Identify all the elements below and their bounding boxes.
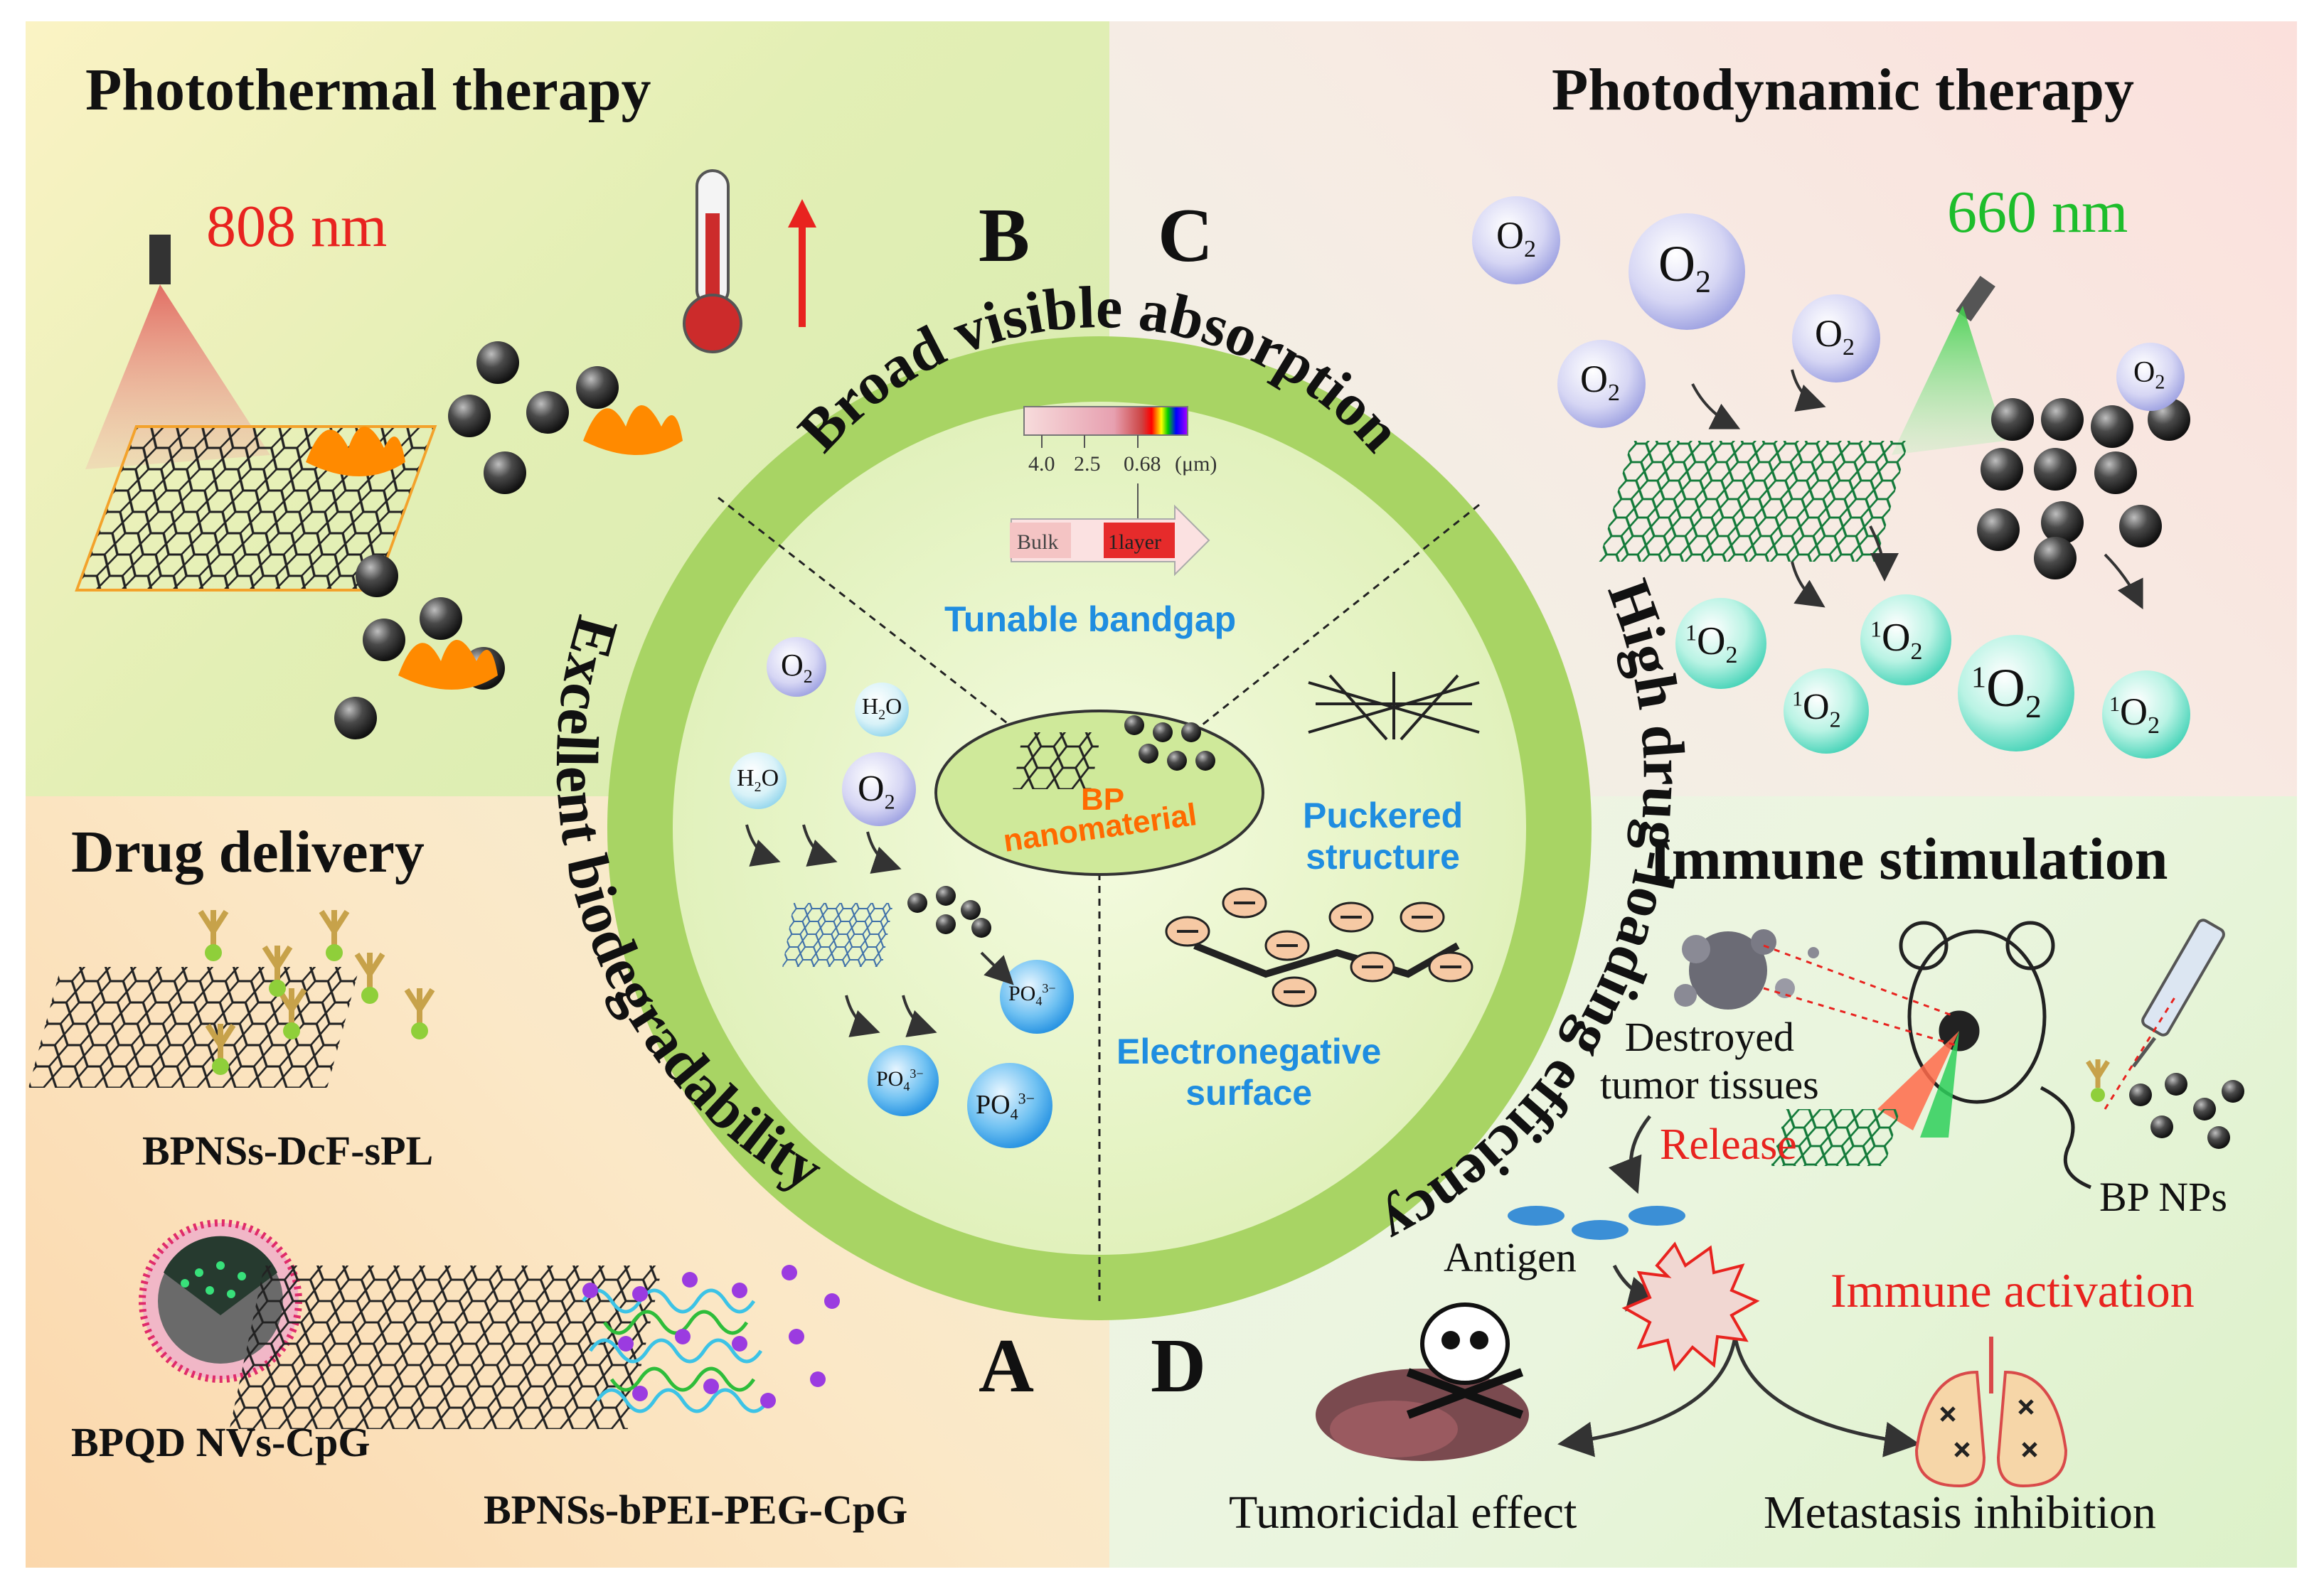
laser-808-illustration: [75, 235, 437, 592]
destroyed-tumor-cluster: [1674, 929, 1819, 1010]
label-tumoricidal-effect: Tumoricidal effect: [1229, 1487, 1577, 1539]
label-release: Release: [1660, 1120, 1797, 1169]
bpnss-bpei-peg-cpg-illustration: [229, 1265, 840, 1429]
singlet-oxygen-bubbles: [1675, 594, 2190, 759]
oxygen-bubbles: [1472, 196, 2185, 428]
laser-660-illustration: [1599, 275, 2005, 562]
title-drug-delivery: Drug delivery: [71, 819, 425, 885]
title-immune: Immune stimulation: [1648, 826, 2168, 892]
antigen-discs: [1508, 1206, 1685, 1240]
panel-letter-d: D: [1151, 1324, 1206, 1408]
electro-line-2: surface: [1185, 1073, 1313, 1113]
laser-cone-immune: [1877, 1031, 1959, 1138]
laser-emitter: [149, 235, 171, 284]
singlet-oxygen-label: 1O2: [1971, 658, 2042, 725]
skull-tumor-icon: [1316, 1302, 1529, 1461]
bp-label-line1: BP: [1081, 782, 1125, 817]
puckered-structure-icon: [1308, 672, 1480, 741]
immune-burst-icon: [1621, 1241, 1760, 1372]
bio-h2o-label: H2O: [737, 765, 779, 795]
bp-nps-cluster: [1771, 1059, 2244, 1166]
label-antigen: Antigen: [1444, 1234, 1577, 1280]
bp-nanosheet-green: [1599, 441, 1909, 562]
bio-o2-label: O2: [781, 648, 813, 687]
destroyed-line-1: Destroyed: [1624, 1014, 1795, 1060]
wavelength-808: 808 nm: [206, 193, 388, 260]
label-metastasis-inhibition: Metastasis inhibition: [1764, 1487, 2156, 1539]
puckered-line-2: structure: [1306, 837, 1460, 877]
label-bpnss-bpei-peg-cpg: BPNSs-bPEI-PEG-CpG: [484, 1487, 908, 1533]
o2-label: O2: [1496, 214, 1536, 262]
label-bpqd-nvs-cpg: BPQD NVs-CpG: [71, 1419, 371, 1465]
panel-letter-a: A: [979, 1324, 1034, 1408]
o2-label: O2: [1815, 312, 1855, 360]
o2-label: O2: [2133, 356, 2165, 394]
destroyed-line-2: tumor tissues: [1600, 1061, 1819, 1108]
singlet-oxygen-label: 1O2: [1792, 687, 1841, 732]
label-electronegative-surface: Electronegative surface: [1116, 1031, 1381, 1113]
bp-quantum-dots-heated: [334, 341, 683, 739]
electro-line-1: Electronegative: [1116, 1032, 1382, 1071]
title-photothermal: Photothermal therapy: [85, 57, 651, 123]
flame-icon: [306, 427, 405, 476]
bio-po4-label: PO43−: [1008, 981, 1056, 1008]
label-tunable-bandgap: Tunable bandgap: [944, 599, 1237, 639]
central-ring: [607, 336, 1592, 1320]
injection-syringe-icon: [2132, 919, 2225, 1068]
singlet-oxygen-label: 1O2: [2109, 690, 2160, 739]
o2-label: O2: [1580, 358, 1620, 406]
panel-letter-b: B: [979, 193, 1030, 278]
bio-po4-label: PO43−: [976, 1089, 1035, 1123]
red-laser-beam: [85, 284, 270, 469]
temperature-up-arrow-icon: [788, 199, 816, 327]
title-photodynamic: Photodynamic therapy: [1552, 57, 2134, 123]
bulk-label: Bulk: [1017, 530, 1058, 554]
bio-po4-label: PO43−: [876, 1066, 924, 1093]
electronegative-surface-icon: [1165, 887, 1473, 1007]
label-immune-activation: Immune activation: [1830, 1263, 2195, 1317]
tick-2-5: 2.5: [1074, 452, 1101, 476]
tick-unit: (μm): [1175, 452, 1217, 476]
label-bp-nps: BP NPs: [2099, 1174, 2228, 1220]
tick-4-0: 4.0: [1028, 452, 1055, 476]
singlet-oxygen-label: 1O2: [1870, 616, 1923, 665]
bp-quantum-dots-pdt: [1977, 398, 2190, 579]
thermometer-icon: [683, 169, 742, 353]
panel-letter-c: C: [1158, 193, 1213, 278]
bio-o2-label: O2: [858, 769, 895, 814]
spectrum-inset: 4.0 2.5 0.68 (μm) Bulk 1layer: [1010, 406, 1217, 577]
label-destroyed-tumor: Destroyed tumor tissues: [1600, 1013, 1819, 1108]
bpnss-dcf-spl-illustration: [28, 909, 435, 1088]
label-bpnss-dcf-spl: BPNSs-DcF-sPL: [142, 1128, 434, 1174]
laser-emitter-green: [1956, 275, 1995, 322]
biodegradation-illustration: [730, 637, 1074, 1148]
tick-0-68: 0.68: [1124, 452, 1161, 476]
bp-core-dots: [1124, 715, 1215, 771]
green-laser-beam: [1892, 306, 2005, 455]
mouse-icon: [1899, 921, 2091, 1189]
wavelength-660: 660 nm: [1947, 179, 2128, 245]
pdt-arrows: [1691, 369, 2143, 610]
lungs-icon: [1914, 1337, 2068, 1488]
o2-label: O2: [1658, 235, 1711, 299]
singlet-oxygen-label: 1O2: [1685, 619, 1738, 669]
bio-h2o-label: H2O: [862, 693, 902, 723]
label-puckered-structure: Puckered structure: [1303, 795, 1463, 877]
layer-label: 1layer: [1108, 530, 1161, 554]
puckered-line-1: Puckered: [1303, 796, 1464, 835]
